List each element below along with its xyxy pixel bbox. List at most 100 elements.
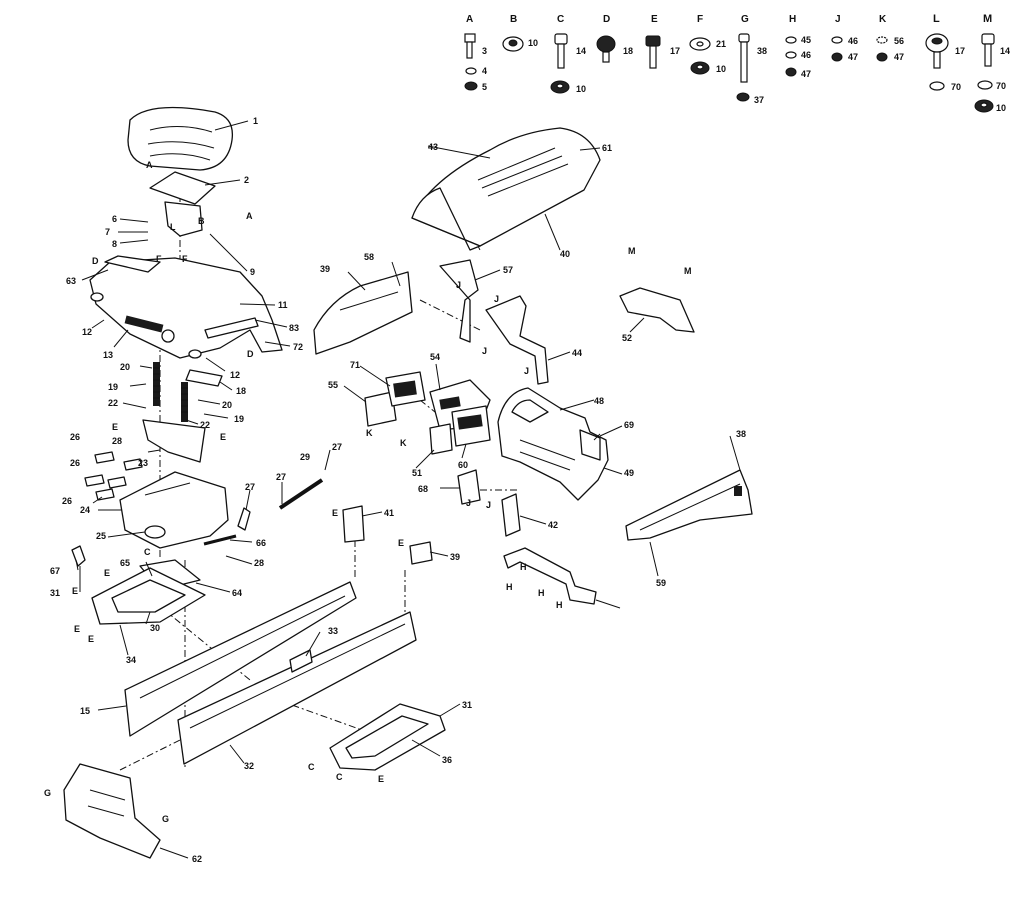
callout-number: 26 bbox=[70, 458, 80, 468]
ref-letter: D bbox=[247, 349, 254, 359]
ref-letter: E bbox=[104, 568, 110, 578]
callout-number: 20 bbox=[222, 400, 232, 410]
bracket-60-part bbox=[457, 469, 481, 505]
callout-number: 57 bbox=[503, 265, 513, 275]
nut-icon bbox=[736, 92, 750, 102]
ref-letter: J bbox=[524, 366, 529, 376]
hardware-letter: K bbox=[879, 14, 887, 25]
callout-number: 42 bbox=[548, 520, 558, 530]
callout-number: 59 bbox=[656, 578, 666, 588]
rod-part bbox=[203, 534, 237, 546]
callout-number: 27 bbox=[332, 442, 342, 452]
bracket-18-part bbox=[185, 369, 223, 387]
callout-number: 23 bbox=[138, 458, 148, 468]
hardware-letter: G bbox=[741, 14, 749, 25]
bracket-49-part bbox=[501, 493, 521, 537]
nut-icon bbox=[831, 52, 843, 62]
washer-icon bbox=[465, 67, 477, 75]
hardware-letter: E bbox=[651, 14, 658, 25]
washer-icon bbox=[689, 37, 711, 51]
callout-number: 64 bbox=[232, 588, 242, 598]
callout-number: 1 bbox=[253, 116, 258, 126]
part-number-label: 10 bbox=[996, 103, 1006, 113]
nut-icon bbox=[690, 61, 710, 75]
seat-part bbox=[127, 106, 234, 171]
bolt-icon bbox=[554, 33, 568, 69]
ref-letter: J bbox=[466, 498, 471, 508]
callout-number: 58 bbox=[364, 252, 374, 262]
callout-number: 34 bbox=[126, 655, 136, 665]
part-number-label: 17 bbox=[955, 46, 965, 56]
hardware-legend: A B C D E F G H J K L M 3 4 5 10 14 bbox=[464, 13, 1010, 113]
ref-letter: K bbox=[400, 438, 407, 448]
callout-number: 54 bbox=[430, 352, 440, 362]
callout-number: 30 bbox=[150, 623, 160, 633]
callout-number: 44 bbox=[572, 348, 582, 358]
part-number-label: 10 bbox=[528, 38, 538, 48]
ref-letter: E bbox=[112, 422, 118, 432]
callout-number: 68 bbox=[418, 484, 428, 494]
callout-number: 25 bbox=[96, 531, 106, 541]
reference-letters: A A B L F F D D E E K K J J J J J J M M … bbox=[44, 160, 692, 824]
bolt-icon bbox=[981, 33, 995, 67]
side-panel-left-part bbox=[313, 271, 413, 355]
fender-deck-part bbox=[89, 255, 283, 359]
ref-letter: C bbox=[144, 547, 151, 557]
bracket-44-part bbox=[619, 287, 695, 333]
callout-number: 39 bbox=[320, 264, 330, 274]
callout-number: 19 bbox=[234, 414, 244, 424]
lock-washer-icon bbox=[831, 36, 843, 44]
bracket-41-part bbox=[409, 541, 433, 565]
ref-letter: E bbox=[72, 586, 78, 596]
part-number-label: 47 bbox=[848, 52, 858, 62]
callout-number: 12 bbox=[82, 327, 92, 337]
long-bolt-icon bbox=[738, 33, 750, 83]
callout-number: 27 bbox=[245, 482, 255, 492]
ref-letter: F bbox=[156, 254, 162, 264]
callout-number: 38 bbox=[736, 429, 746, 439]
ref-letter: L bbox=[170, 222, 176, 232]
ref-letter: J bbox=[456, 280, 461, 290]
leader-lines bbox=[75, 120, 741, 859]
side-panel-right-part bbox=[625, 469, 753, 541]
ref-letter: K bbox=[366, 428, 373, 438]
bolt-icon bbox=[464, 33, 476, 59]
ref-letter: H bbox=[538, 588, 545, 598]
ref-letter: G bbox=[44, 788, 51, 798]
dash-housing-part bbox=[497, 387, 609, 501]
hardware-letter: J bbox=[835, 14, 841, 25]
part-number-label: 5 bbox=[482, 82, 487, 92]
part-number-label: 46 bbox=[848, 36, 858, 46]
spring-part bbox=[153, 362, 160, 406]
hardware-letter: B bbox=[510, 14, 517, 25]
callout-number: 12 bbox=[230, 370, 240, 380]
footrest-right-part bbox=[329, 703, 446, 771]
callout-number: 26 bbox=[62, 496, 72, 506]
ref-letter: E bbox=[220, 432, 226, 442]
part-number-label: 56 bbox=[894, 36, 904, 46]
callout-number: 52 bbox=[622, 333, 632, 343]
fuel-tank-part bbox=[119, 471, 229, 549]
ref-letter: F bbox=[182, 254, 188, 264]
nut-icon bbox=[785, 67, 797, 77]
callout-number: 29 bbox=[300, 452, 310, 462]
callout-number: 66 bbox=[256, 538, 266, 548]
part-number-label: 10 bbox=[716, 64, 726, 74]
callout-number: 41 bbox=[384, 508, 394, 518]
nut-icon bbox=[974, 99, 994, 113]
callout-number: 72 bbox=[293, 342, 303, 352]
seat-pan-part bbox=[149, 171, 216, 205]
part-number-label: 38 bbox=[757, 46, 767, 56]
callout-number: 7 bbox=[105, 227, 110, 237]
part-number-label: 47 bbox=[801, 69, 811, 79]
part-number-label: 18 bbox=[623, 46, 633, 56]
callout-number: 62 bbox=[192, 854, 202, 864]
callout-number: 11 bbox=[278, 300, 288, 310]
ref-letter: E bbox=[398, 538, 404, 548]
hood-part bbox=[411, 127, 601, 251]
rod-part bbox=[278, 478, 324, 510]
part-number-label: 3 bbox=[482, 46, 487, 56]
bracket-57-part bbox=[485, 295, 549, 385]
callout-number: 33 bbox=[328, 626, 338, 636]
callout-labels: 1 2 6 7 8 9 63 11 12 83 72 13 12 20 18 1… bbox=[50, 116, 746, 864]
